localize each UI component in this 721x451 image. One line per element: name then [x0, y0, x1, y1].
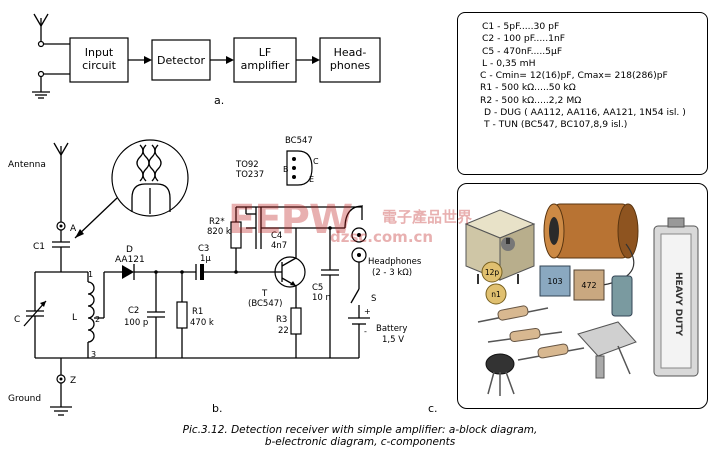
watermark-logo: EEPW: [228, 197, 353, 243]
headphones-value: (2 - 3 kΩ): [372, 268, 412, 278]
pin-b-label: B: [283, 165, 289, 174]
to92-label: TO92: [235, 160, 259, 170]
cap-103-label: 103: [547, 277, 562, 286]
tap-3-label: 3: [91, 350, 96, 359]
bc547-label: BC547: [285, 136, 313, 146]
c3-label: C3: [198, 244, 209, 254]
r1-value: 470 k: [190, 318, 214, 328]
battery-plus: +: [364, 307, 371, 316]
legend-line: R2 - 500 kΩ.....2,2 MΩ: [480, 94, 582, 106]
block-lf-amplifier-label-1: LF: [259, 46, 271, 59]
r3-label: R3: [276, 315, 287, 325]
legend-line: C5 - 470nF.....5μF: [482, 45, 563, 57]
schematic-ground-icon: [50, 406, 72, 416]
battery-value: 1,5 V: [382, 335, 404, 345]
legend-line: C1 - 5pF.....30 pF: [482, 21, 560, 32]
battery-label: Battery: [376, 324, 407, 334]
switch-s-label: S: [371, 294, 376, 304]
watermark-chinese: 電子產品世界: [382, 208, 473, 226]
antenna-icon: [33, 13, 49, 48]
c5-value: 10 n: [312, 293, 331, 303]
block-input-circuit-label-2: circuit: [82, 59, 116, 72]
c4-value: 4n7: [271, 241, 287, 251]
photo-label: c.: [428, 402, 438, 415]
battery-minus: -: [364, 327, 367, 336]
c4-label: C4: [271, 231, 282, 241]
figure-caption: Pic.3.12. Detection receiver with simple…: [140, 424, 580, 448]
schematic: Antenna A C1 C L 1 2 3: [8, 136, 422, 416]
watermark-url: dzsc.com.cn: [330, 228, 434, 246]
r2-label: R2*: [209, 217, 225, 227]
terminal-z-label: Z: [70, 376, 76, 386]
component-values-legend: C1 - 5pF.....30 pF C2 - 100 pF.....1nF C…: [457, 12, 708, 175]
block-detector-label: Detector: [157, 54, 205, 67]
tap-2-label: 2: [95, 315, 100, 324]
c-label: C: [14, 315, 20, 325]
legend-line: L - 0,35 mH: [482, 57, 536, 69]
schematic-antenna-icon: [53, 142, 69, 222]
block-input-circuit: [69, 37, 129, 83]
c2-label: C2: [128, 306, 139, 316]
coil-detail-magnifier: [74, 139, 189, 239]
l-label: L: [72, 313, 77, 323]
legend-line: T - TUN (BC547, BC107,8,9 isl.): [484, 119, 628, 131]
block-detector: [151, 39, 211, 81]
schematic-label: b.: [212, 402, 222, 415]
terminal-a-label: A: [70, 224, 77, 234]
block-diagram: Input circuit Detector LF amplifier Head…: [32, 13, 381, 107]
cap-12p-label: 12p: [485, 268, 500, 277]
battery-image: HEAVY DUTY: [653, 217, 699, 377]
caption-line-1: Pic.3.12. Detection receiver with simple…: [182, 424, 538, 436]
legend-line: C - Cmin= 12(16)pF, Cmax= 218(286)pF: [480, 70, 668, 82]
headphones-label: Headphones: [368, 257, 422, 267]
c1-label: C1: [33, 242, 45, 252]
block-lf-amplifier-label-2: amplifier: [241, 59, 290, 72]
block-headphones: [319, 37, 381, 83]
r2-value: 820 k: [207, 227, 231, 237]
block-diagram-label: a.: [214, 94, 224, 107]
block-input-circuit-label-1: Input: [85, 46, 114, 59]
cap-472-label: 472: [581, 281, 596, 290]
block-headphones-label-1: Head-: [334, 46, 367, 59]
pin-c-label: C: [313, 157, 319, 166]
ground-icon: [32, 70, 70, 99]
d-type-label: AA121: [115, 255, 145, 265]
c3-value: 1μ: [200, 254, 211, 264]
tap-1-label: 1: [88, 270, 93, 279]
pin-e-label: E: [309, 175, 314, 184]
block-headphones-label-2: phones: [330, 59, 370, 72]
legend-line: R1 - 500 kΩ.....50 kΩ: [480, 82, 576, 94]
battery-brand-label: HEAVY DUTY: [673, 272, 683, 337]
ground-label: Ground: [8, 394, 41, 404]
components-photo: HEAVY DUTY 12p n1 103 472: [457, 183, 708, 409]
potentiometer-image: [577, 321, 637, 379]
resistors-image: [477, 305, 585, 361]
r1-label: R1: [192, 307, 203, 317]
caption-line-2: b-electronic diagram, c-components: [264, 436, 456, 448]
ceramic-capacitors-image: 12p n1 103 472: [481, 261, 633, 317]
legend-line: D - DUG ( AA112, AA116, AA121, 1N54 isl.…: [484, 107, 686, 119]
transistor-image: [485, 353, 515, 396]
c5-label: C5: [312, 283, 323, 293]
t-type-label: (BC547): [248, 299, 282, 309]
bc547-package-icon: BC547 B C E TO92 TO237: [235, 136, 319, 186]
legend-line: C2 - 100 pF.....1nF: [482, 33, 566, 45]
t-label: T: [261, 289, 268, 299]
c2-value: 100 p: [124, 318, 148, 328]
cap-n1-label: n1: [491, 290, 501, 299]
r3-value: 22: [278, 326, 289, 336]
d-label: D: [126, 245, 133, 255]
antenna-label: Antenna: [8, 160, 46, 170]
block-lf-amplifier: [233, 37, 297, 83]
to237-label: TO237: [235, 170, 264, 180]
